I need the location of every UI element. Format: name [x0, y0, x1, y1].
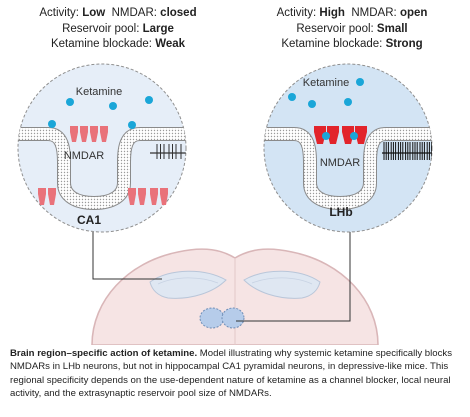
lhb-bound-ketamine-1 — [322, 132, 330, 140]
lhb-activity-value: High — [319, 7, 345, 19]
habenula-right — [221, 307, 245, 329]
hippocampus-right — [243, 270, 321, 299]
ca1-spike-train — [156, 144, 182, 159]
lhb-state-summary: Activity: High NMDAR: open Reservoir poo… — [252, 6, 452, 53]
lhb-nmdar-value: open — [399, 7, 428, 19]
lhb-reservoir-row: Reservoir pool: Small — [296, 22, 408, 35]
ca1-connector-line — [92, 232, 162, 280]
lhb-bound-ketamine-2 — [350, 132, 358, 140]
lhb-synaptic-receptors — [314, 126, 367, 144]
lhb-connector-line — [236, 232, 351, 322]
ca1-state-summary: Activity: Low NMDAR: closed Reservoir po… — [18, 6, 218, 53]
hippocampus-left — [149, 270, 227, 299]
lhb-region-label: LHb — [329, 205, 352, 219]
ca1-nmdar-label: NMDAR — [64, 150, 104, 162]
ca1-reservoir-row: Reservoir pool: Large — [62, 22, 174, 35]
ketamine-model-diagram: Ketamine NMDAR CA1 Ketamine NMDAR — [17, 63, 433, 345]
habenula-left — [199, 307, 225, 329]
ca1-extrasynaptic-receptors — [38, 188, 168, 205]
lhb-spike-train — [383, 142, 432, 160]
ca1-ketamine-label: Ketamine — [76, 86, 122, 98]
lhb-blockade-value: Strong — [385, 38, 423, 50]
ca1-panel: Ketamine NMDAR CA1 — [17, 63, 187, 233]
ca1-nmdar-value: closed — [160, 7, 197, 19]
lhb-panel: Ketamine NMDAR LHb — [263, 63, 433, 233]
ca1-synaptic-receptors — [70, 126, 108, 142]
lhb-reservoir-value: Small — [376, 22, 408, 35]
caption-body: Model illustrating why systemic ketamine… — [10, 348, 452, 400]
caption-title: Brain region–specific action of ketamine… — [10, 348, 198, 359]
lhb-blockade-row: Ketamine blockade: Strong — [281, 38, 423, 50]
lhb-activity-row: Activity: High NMDAR: open — [276, 7, 428, 19]
figure-caption: Brain region–specific action of ketamine… — [10, 347, 462, 401]
ca1-blockade-value: Weak — [155, 38, 186, 50]
lhb-nmdar-label: NMDAR — [320, 157, 360, 169]
ca1-ketamine-molecules — [48, 96, 153, 129]
ca1-blockade-row: Ketamine blockade: Weak — [50, 38, 186, 50]
lhb-ketamine-label: Ketamine — [303, 77, 349, 89]
ca1-region-label: CA1 — [77, 213, 101, 227]
ca1-activity-value: Low — [82, 7, 106, 19]
brain-coronal-section — [91, 248, 379, 345]
lhb-ketamine-molecules — [288, 78, 364, 108]
ca1-activity-row: Activity: Low NMDAR: closed — [39, 7, 197, 19]
ca1-reservoir-value: Large — [142, 22, 174, 35]
